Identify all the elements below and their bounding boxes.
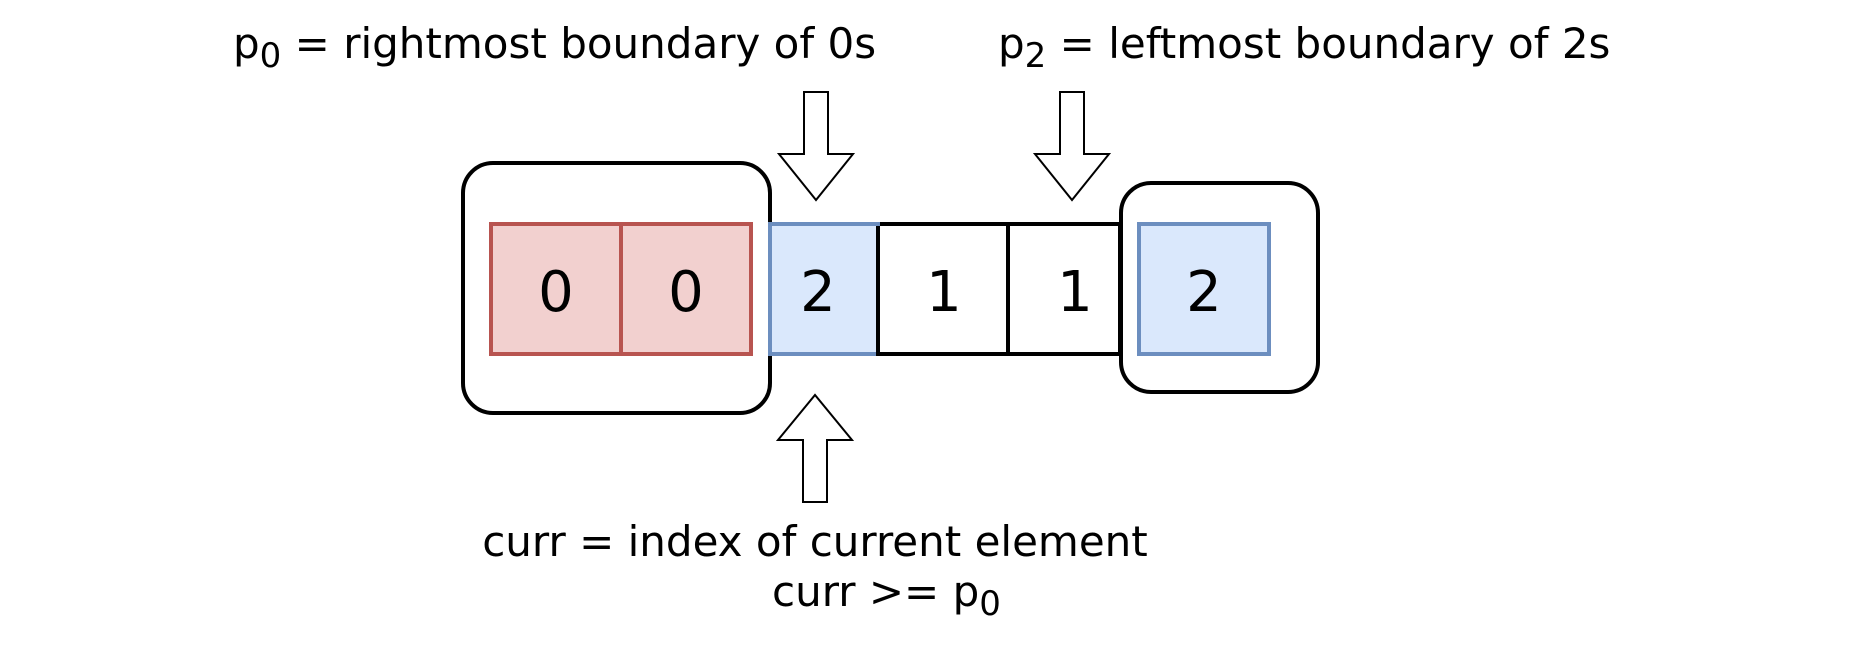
cell-box: [876, 222, 1010, 356]
cell-box: [1006, 222, 1122, 356]
p2-var: p: [998, 19, 1025, 68]
p2-subscript: 2: [1025, 36, 1047, 76]
array-cells: 0 0 2 1 1 2: [489, 222, 1271, 356]
curr-up-arrow: [775, 393, 855, 503]
p0-var: p: [233, 19, 260, 68]
cell-box: [1137, 222, 1271, 356]
p2-down-arrow: [1032, 91, 1112, 202]
cell-value: 1: [926, 260, 962, 325]
cell-value: 2: [800, 260, 836, 325]
cell-value: 0: [668, 260, 704, 325]
p0-subscript: 0: [260, 36, 282, 76]
p0-description: = rightmost boundary of 0s: [281, 19, 876, 68]
cell-box: [619, 222, 753, 356]
curr-condition-label: curr >= p0: [772, 567, 1001, 624]
cell-box: [768, 222, 882, 356]
cell-value: 2: [1186, 260, 1222, 325]
p2-label: p2 = leftmost boundary of 2s: [998, 19, 1610, 76]
p0-down-arrow: [776, 91, 856, 202]
curr-condition-text: curr >= p: [772, 567, 979, 616]
cell-value: 1: [1057, 260, 1093, 325]
cell-value: 0: [538, 260, 574, 325]
p0-label: p0 = rightmost boundary of 0s: [233, 19, 876, 76]
p2-description: = leftmost boundary of 2s: [1046, 19, 1610, 68]
curr-condition-subscript: 0: [979, 584, 1001, 624]
curr-label: curr = index of current element: [482, 517, 1148, 566]
